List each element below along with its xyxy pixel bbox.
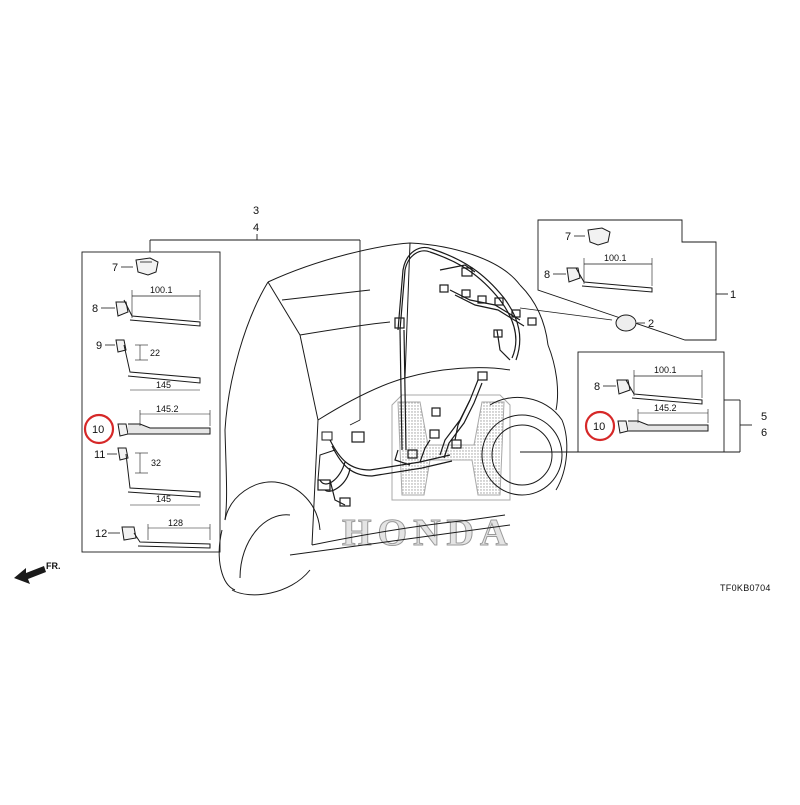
- dim-100-1-left: 100.1: [150, 285, 173, 295]
- callout-3[interactable]: 3: [253, 205, 259, 217]
- callout-11[interactable]: 11: [94, 449, 105, 461]
- callout-2[interactable]: 2: [648, 318, 654, 330]
- dim-128: 128: [168, 518, 183, 528]
- dim-145-upper: 145: [156, 380, 171, 390]
- honda-h-emblem: [391, 394, 511, 501]
- part-8-harness-clip-right[interactable]: 8 100.1: [544, 253, 653, 293]
- car-body-outline: [218, 242, 568, 596]
- callout-10-right[interactable]: 10: [593, 421, 605, 433]
- callout-8-lower-right[interactable]: 8: [594, 381, 600, 393]
- part-7-clip[interactable]: 7: [112, 257, 159, 276]
- callout-8[interactable]: 8: [92, 303, 98, 315]
- front-direction-indicator: FR.: [14, 561, 61, 584]
- honda-wordmark: HONDA: [342, 512, 513, 554]
- honda-logo-watermark: HONDA: [342, 394, 513, 555]
- callout-12[interactable]: 12: [95, 528, 107, 540]
- dim-100-1-upper-right: 100.1: [604, 253, 627, 263]
- callout-10-left[interactable]: 10: [92, 424, 104, 436]
- callout-7-right[interactable]: 7: [565, 231, 571, 243]
- part-11-harness-clip[interactable]: 11 32 145: [94, 447, 201, 506]
- dim-22: 22: [150, 348, 160, 358]
- part-7-clip-right[interactable]: 7: [565, 227, 611, 246]
- callout-7[interactable]: 7: [112, 262, 118, 274]
- callout-4[interactable]: 4: [253, 222, 259, 234]
- front-arrow-icon: [14, 566, 46, 584]
- callout-6[interactable]: 6: [761, 427, 767, 439]
- kit-5-6-box: 5 6 8 100.1 10 145.2: [520, 351, 767, 453]
- dim-100-1-lower-right: 100.1: [654, 365, 677, 375]
- callout-5[interactable]: 5: [761, 411, 767, 423]
- dim-145-lower: 145: [156, 494, 171, 504]
- part-8-harness-clip-lower-right[interactable]: 8 100.1: [594, 365, 703, 405]
- part-10-harness-clip-left[interactable]: 10 145.2: [83, 404, 211, 445]
- highlight-ring-part-10-left[interactable]: [83, 413, 115, 445]
- part-12-harness-clip[interactable]: 12 128: [95, 518, 211, 549]
- part-8-harness-clip[interactable]: 8 100.1: [92, 285, 201, 327]
- kit-1-frame: [537, 219, 717, 341]
- callout-8-right[interactable]: 8: [544, 269, 550, 281]
- dim-32: 32: [151, 458, 161, 468]
- kit-1-box: 1 7 8 100.1: [537, 219, 736, 341]
- callout-1[interactable]: 1: [730, 289, 736, 301]
- front-label: FR.: [46, 561, 61, 571]
- kit-3-4-box: 3 4 7 8 100.1: [81, 205, 361, 553]
- part-10-harness-clip-right[interactable]: 10 145.2: [584, 403, 709, 442]
- wire-harness: [317, 247, 537, 507]
- highlight-ring-part-10-right[interactable]: [584, 410, 616, 442]
- kit-3-4-frame: [81, 251, 221, 553]
- dim-145-2-left: 145.2: [156, 404, 179, 414]
- part-2-grommet[interactable]: 2: [519, 307, 654, 332]
- dim-145-2-right: 145.2: [654, 403, 677, 413]
- callout-9[interactable]: 9: [96, 340, 102, 352]
- diagram-code: TF0KB0704: [720, 583, 771, 593]
- part-9-harness-clip[interactable]: 9 22 145: [96, 339, 201, 391]
